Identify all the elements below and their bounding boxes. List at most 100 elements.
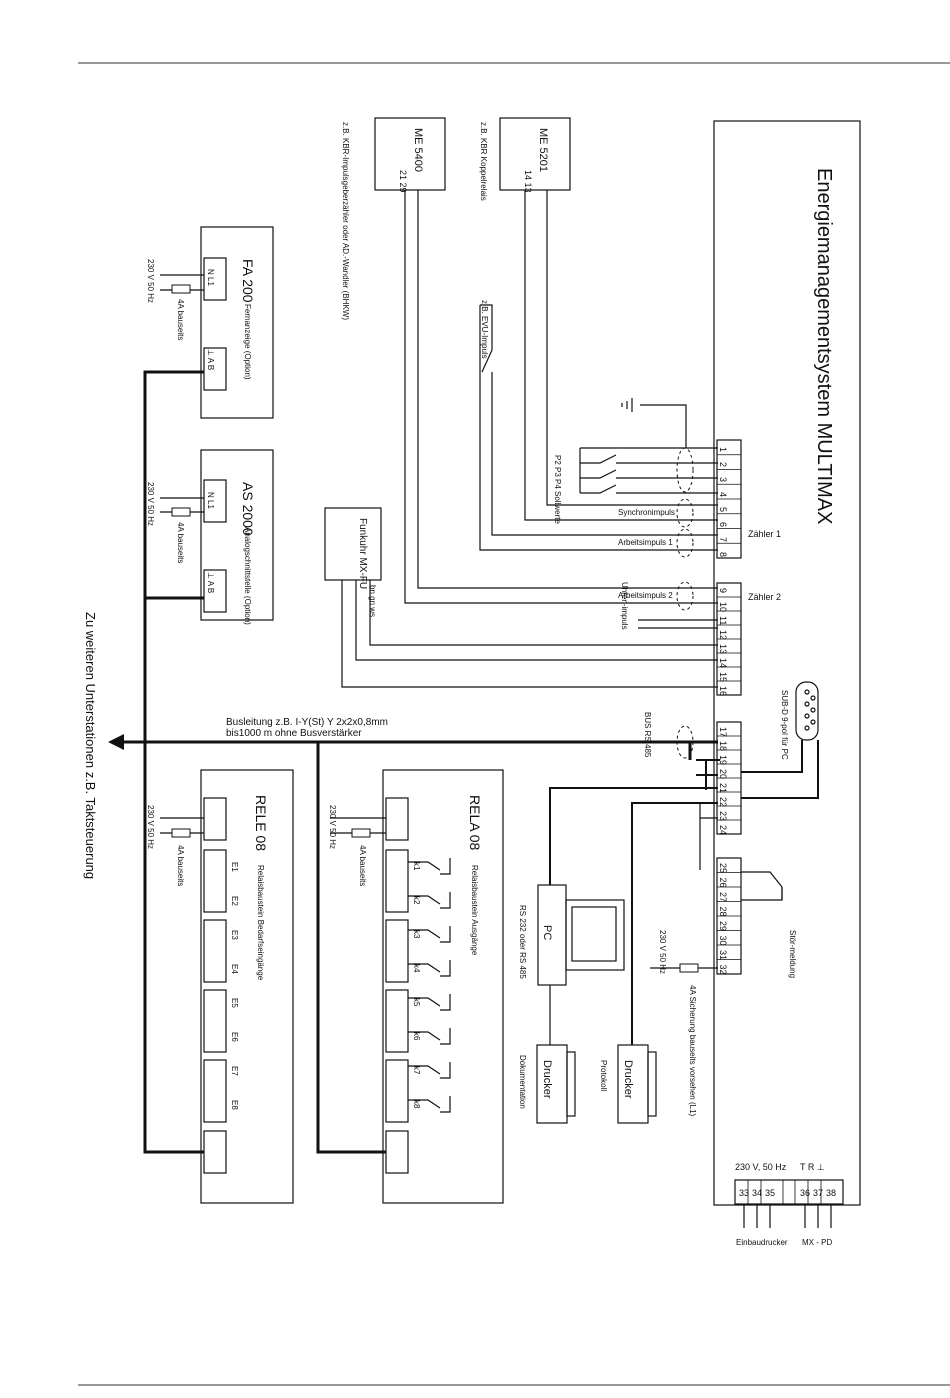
drucker-doc-name: Drucker xyxy=(541,1060,553,1099)
bus-further: Zu weiteren Unterstationen z.B. Taktsteu… xyxy=(83,612,98,879)
zaehler1-label: Zähler 1 xyxy=(748,529,781,539)
main-power-label: 230 V 50 Hz xyxy=(658,930,667,974)
terminal-number: 16 xyxy=(718,686,728,696)
mxpd-label: MX - PD xyxy=(802,1238,832,1247)
bus-line1: Busleitung z.B. I-Y(St) Y 2x2x0,8mm xyxy=(226,717,388,728)
top-rule xyxy=(78,62,950,64)
terminal-number: 34 xyxy=(752,1188,762,1198)
fa200-box xyxy=(200,226,274,419)
arbeitsimpuls1-label: Arbeitsimpuls 1 xyxy=(618,538,673,547)
drucker-prot-caption: Protokoll xyxy=(599,1060,608,1091)
terminal-number: 22 xyxy=(718,797,728,807)
rele08-input-label: E6 xyxy=(230,1032,239,1042)
me5400-box xyxy=(374,117,446,191)
stoermeldung-label: Stör-meldung xyxy=(788,930,797,978)
bus-arrow xyxy=(108,734,124,750)
funkuhr-wires: bn gn ws xyxy=(368,585,377,617)
fa200-bus-terminals: ⊥ A B xyxy=(206,349,215,370)
rela08-box xyxy=(382,769,504,1204)
rela08-relay-label: k1 xyxy=(412,862,421,871)
main-unit-box xyxy=(713,120,861,1206)
rele08-input-label: E5 xyxy=(230,998,239,1008)
me5201-terminals: 14 13 xyxy=(523,170,533,193)
rela08-relay-label: k4 xyxy=(412,964,421,973)
terminal-number: 31 xyxy=(718,950,728,960)
funkuhr-name: Funkuhr MX-FU xyxy=(357,518,368,589)
terminal-number: 35 xyxy=(765,1188,775,1198)
synchronimpuls-label: Synchronimpuls xyxy=(618,508,675,517)
terminal-number: 18 xyxy=(718,741,728,751)
as2000-power: 230 V 50 Hz xyxy=(146,482,155,526)
terminal-number: 36 xyxy=(800,1188,810,1198)
rela08-relay-label: k5 xyxy=(412,998,421,1007)
fa200-power: 230 V 50 Hz xyxy=(146,259,155,303)
as2000-fuse: 4A bauseits xyxy=(176,522,185,563)
rele08-input-label: E7 xyxy=(230,1066,239,1076)
as2000-box xyxy=(200,449,274,621)
arbeitsimpuls2-label: Arbeitsimpuls 2 xyxy=(618,591,673,600)
drucker-doc-caption: Dokumentation xyxy=(518,1055,527,1109)
rela08-relay-label: k6 xyxy=(412,1032,421,1041)
terminal-number: 19 xyxy=(718,755,728,765)
zaehler2-label: Zähler 2 xyxy=(748,592,781,602)
terminal-number: 17 xyxy=(718,727,728,737)
terminal-number: 27 xyxy=(718,892,728,902)
terminal-number: 32 xyxy=(718,965,728,975)
rele08-input-label: E8 xyxy=(230,1100,239,1110)
terminal-number: 37 xyxy=(813,1188,823,1198)
terminal-number: 25 xyxy=(718,863,728,873)
pc-monitor xyxy=(565,899,625,971)
me5400-terminals: 21 29 xyxy=(398,170,408,193)
einbaudrucker-label: Einbaudrucker xyxy=(736,1238,788,1247)
terminal-number: 38 xyxy=(826,1188,836,1198)
rele08-input-label: E4 xyxy=(230,964,239,974)
rela08-power: 230 V 50 Hz xyxy=(328,805,337,849)
rele08-input-label: E1 xyxy=(230,862,239,872)
terminal-number: 1 xyxy=(718,447,728,452)
terminal-number: 15 xyxy=(718,672,728,682)
terminal-number: 10 xyxy=(718,602,728,612)
rela08-relay-label: k3 xyxy=(412,930,421,939)
evu-label: z.B. EVU-Impuls xyxy=(480,300,489,359)
as2000-name: AS 2000 xyxy=(240,482,256,536)
me5201-caption: z.B. KBR Koppelrelais xyxy=(479,122,488,201)
terminal-number: 5 xyxy=(718,507,728,512)
pc-iface: RS 232 oder RS 485 xyxy=(518,905,527,979)
terminal-number: 4 xyxy=(718,492,728,497)
terminal-number: 6 xyxy=(718,522,728,527)
drucker-prot-name: Drucker xyxy=(622,1060,634,1099)
bus-line2: bis1000 m ohne Busverstärker xyxy=(226,728,362,739)
rela08-relay-label: k8 xyxy=(412,1100,421,1109)
uhrenimpuls-label: Uhren-impuls xyxy=(620,582,629,630)
terminal-number: 9 xyxy=(718,588,728,593)
terminal-number: 26 xyxy=(718,878,728,888)
fa200-power-terminals: N L1 xyxy=(206,269,215,286)
rele08-box xyxy=(200,769,294,1204)
me5400-caption: z.B. KBR-Impulsgeberzähler oder AD.-Wand… xyxy=(341,122,350,320)
terminal-number: 8 xyxy=(718,552,728,557)
subd-label: SUB-D 9-pol für PC xyxy=(780,690,789,760)
fa200-desc: Fernanzeige (Option) xyxy=(243,304,252,380)
terminal-number: 29 xyxy=(718,921,728,931)
as2000-bus-terminals: ⊥ A B xyxy=(206,572,215,593)
rela08-fuse: 4A bauseits xyxy=(358,845,367,886)
terminal-number: 20 xyxy=(718,769,728,779)
terminal-number: 3 xyxy=(718,477,728,482)
main-fuse-label: 4A Sicherung bauseits vorsehen (L1) xyxy=(688,985,697,1117)
rele08-input-label: E3 xyxy=(230,930,239,940)
terminal-number: 33 xyxy=(739,1188,749,1198)
terminal-number: 30 xyxy=(718,936,728,946)
terminal-number: 28 xyxy=(718,907,728,917)
terminal-number: 24 xyxy=(718,825,728,835)
rele08-power: 230 V 50 Hz xyxy=(146,805,155,849)
rela08-name: RELA 08 xyxy=(467,795,483,850)
sollwerte-label: P2 P3 P4 Sollwerte xyxy=(553,455,562,524)
terminal-number: 7 xyxy=(718,537,728,542)
bottom-trs-label: T R ⊥ xyxy=(800,1162,825,1172)
rele08-desc: Relaisbaustein Bedarfseingänge xyxy=(256,865,265,981)
fa200-name: FA 200 xyxy=(240,259,256,303)
rela08-relay-label: k7 xyxy=(412,1066,421,1075)
me5400-name: ME 5400 xyxy=(412,128,424,172)
terminal-number: 12 xyxy=(718,630,728,640)
